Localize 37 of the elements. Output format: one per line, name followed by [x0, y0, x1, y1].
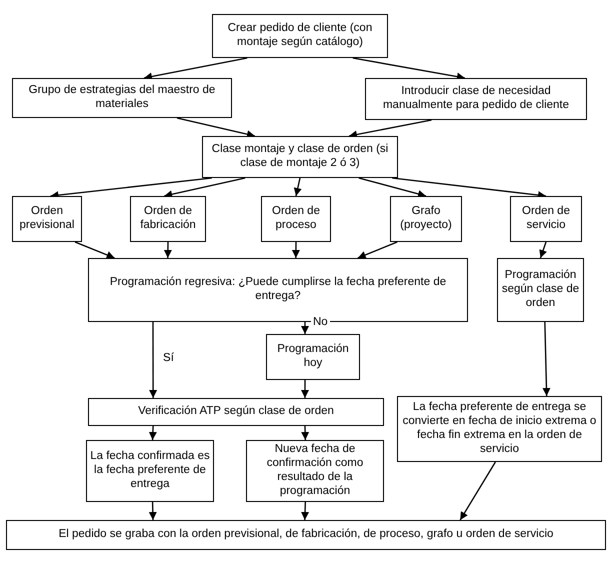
process-box: Grafo (proyecto): [390, 196, 462, 242]
arrow: [358, 177, 426, 198]
process-box: Orden de servicio: [510, 196, 582, 242]
process-box: Programación hoy: [266, 334, 360, 380]
arrow: [164, 242, 172, 258]
arrow: [300, 380, 309, 398]
process-box: El pedido se graba con la orden previsional, de fabricación, de proceso, grafo u orden de servicio: [6, 520, 606, 550]
process-box: Verificación ATP según clase de orden: [88, 398, 384, 426]
arrow: [149, 322, 158, 398]
arrow: [542, 322, 550, 396]
arrow: [148, 426, 157, 440]
arrow: [301, 502, 310, 520]
arrow: [74, 241, 115, 259]
process-box: Orden de proceso: [261, 196, 331, 242]
arrow: [301, 322, 309, 334]
arrow: [164, 177, 246, 198]
process-box: Grupo de estrategias del maestro de materiales: [12, 78, 232, 118]
process-box: Introducir clase de necesidad manualmente para pedido de cliente: [365, 78, 587, 120]
arrow: [148, 502, 157, 520]
arrow: [294, 178, 302, 196]
process-box: Orden previsional: [12, 196, 82, 242]
arrow: [352, 57, 466, 81]
arrow: [358, 241, 398, 259]
process-box: Programación según clase de orden: [497, 258, 584, 322]
process-box: Crear pedido de cliente (con montaje según catálogo): [212, 14, 388, 58]
process-box: Clase montaje y clase de orden (si clase de montaje 2 ó 3): [202, 136, 398, 178]
process-box: La fecha preferente de entrega se convierte en fecha de inicio extrema o fecha fin extrema en la orden de servicio: [397, 396, 602, 462]
arrow: [301, 426, 310, 440]
arrow: [144, 57, 248, 80]
process-box: Nueva fecha de confirmación como resultado de la programación: [246, 440, 384, 502]
arrow: [539, 242, 547, 258]
process-box: La fecha confirmada es la fecha preferente de entrega: [86, 440, 214, 502]
arrow: [292, 242, 300, 258]
process-box: Orden de fabricación: [130, 196, 206, 242]
arrow: [460, 462, 496, 520]
arrow: [176, 117, 256, 138]
arrow: [348, 119, 432, 138]
